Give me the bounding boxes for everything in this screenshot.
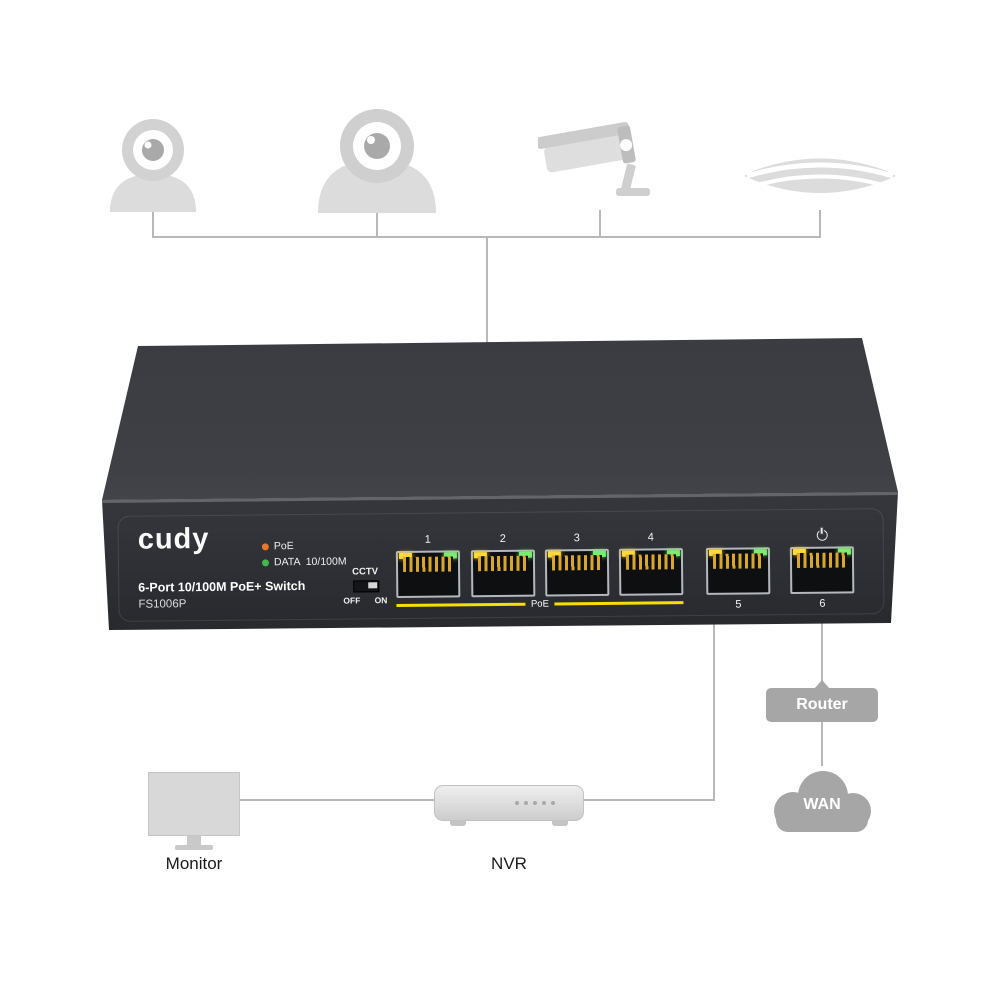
connector-line <box>821 722 823 766</box>
rj45-port-4 <box>618 548 684 596</box>
port-number-1: 1 <box>424 533 431 546</box>
connector-line <box>152 210 154 238</box>
poe-led-icon <box>261 542 269 550</box>
nvr-icon <box>434 785 584 821</box>
switch-top-face <box>102 338 898 500</box>
rj45-pins <box>796 552 848 568</box>
nvr-label: NVR <box>491 854 527 873</box>
monitor-base <box>175 845 213 850</box>
turret-camera-icon <box>318 109 436 213</box>
rj45-port-5 <box>705 547 771 595</box>
cctv-switch-label: CCTV <box>352 566 379 578</box>
cctv-mode-toggle <box>353 580 380 593</box>
power-icon <box>816 529 828 541</box>
rj45-port-2 <box>470 549 536 598</box>
poe-bar-segment <box>554 600 684 605</box>
port-number-3: 3 <box>573 532 580 545</box>
power-indicator <box>790 529 854 541</box>
nvr-foot <box>450 820 466 826</box>
product-name: 6-Port 10/100M PoE+ Switch <box>138 578 306 595</box>
poe-group-label: PoE <box>530 598 549 610</box>
poe-switch: cudy 6-Port 10/100M PoE+ Switch FS1006P … <box>95 332 905 632</box>
nvr-foot <box>552 820 568 826</box>
monitor-icon <box>148 772 240 836</box>
connector-line <box>599 210 601 238</box>
brand-logo: cudy <box>137 522 210 556</box>
rj45-pins <box>625 554 677 570</box>
connector-line <box>713 624 715 800</box>
toggle-knob <box>368 582 378 589</box>
rj45-pins <box>712 553 764 569</box>
connector-line <box>486 236 488 346</box>
router-label: Router <box>766 688 878 722</box>
port-number-2: 2 <box>499 532 506 546</box>
port-number-6: 6 <box>819 597 826 610</box>
monitor-stand <box>187 836 201 845</box>
model-number: FS1006P <box>138 598 187 611</box>
rj45-pins <box>402 556 454 572</box>
dome-camera-icon <box>110 119 196 212</box>
led-legend-data: DATA 10/100M <box>261 556 347 569</box>
access-point-icon <box>744 153 896 193</box>
data-led-icon <box>261 558 270 566</box>
connector-line <box>376 212 378 238</box>
connector-line <box>821 622 823 688</box>
rj45-pins <box>477 555 529 572</box>
poe-bar-segment <box>396 602 525 607</box>
rj45-port-3 <box>544 548 610 597</box>
bullet-camera-icon <box>538 122 650 196</box>
rj45-port-1 <box>395 550 461 599</box>
port-number-4: 4 <box>647 531 654 544</box>
switch-front-edge-highlight <box>102 492 898 503</box>
router-callout-notch <box>814 680 830 689</box>
rj45-pins <box>551 554 603 571</box>
nvr-status-dots <box>515 801 555 805</box>
monitor-label: Monitor <box>165 854 223 873</box>
cctv-off-on-labels: OFF ON <box>343 595 388 606</box>
wan-cloud-icon <box>774 771 871 832</box>
led-legend-poe: PoE <box>261 540 294 552</box>
port-number-5: 5 <box>735 598 742 611</box>
wan-label: WAN <box>803 796 841 813</box>
connector-line <box>819 210 821 238</box>
rj45-port-6 <box>789 546 855 595</box>
